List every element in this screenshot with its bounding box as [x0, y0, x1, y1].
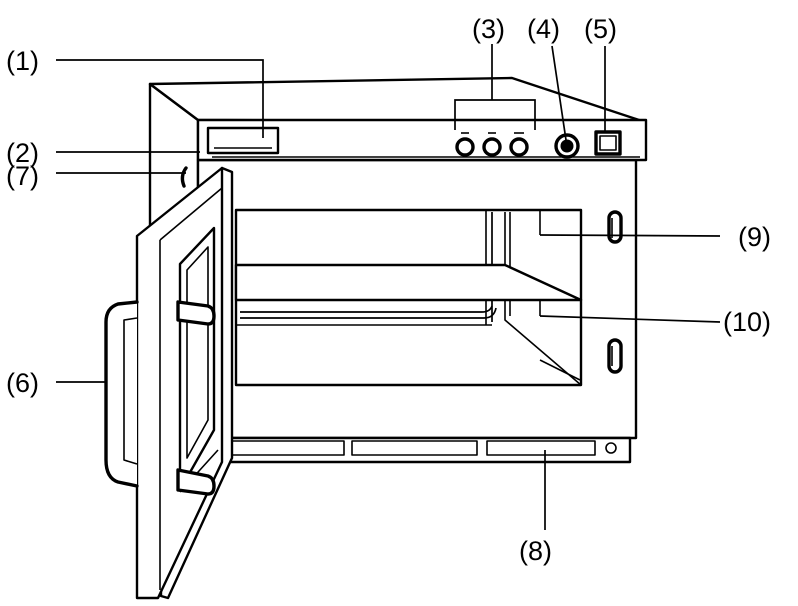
- callout-8: (8): [519, 536, 552, 566]
- leader-lines: [56, 44, 721, 530]
- control-panel: [196, 118, 648, 162]
- callout-7: (7): [6, 161, 39, 191]
- timer-dial: [554, 133, 580, 159]
- callout-1: (1): [6, 46, 39, 76]
- callout-4: (4): [527, 14, 560, 44]
- oven-cavity: [234, 208, 583, 387]
- door-hook: [180, 166, 188, 188]
- callout-3: (3): [472, 14, 505, 44]
- display-window: [206, 126, 280, 155]
- callout-2: (2): [6, 138, 39, 168]
- callout-labels: (1) (2) (7) (6) (3) (4) (5) (9) (10) (8): [6, 14, 771, 566]
- power-switch: [594, 130, 622, 156]
- callout-5: (5): [584, 14, 617, 44]
- cavity-shelf: [234, 263, 583, 302]
- callout-10: (10): [723, 307, 771, 337]
- oven-door: [135, 166, 234, 600]
- callout-6: (6): [6, 368, 39, 398]
- door-latch-slots: [607, 210, 623, 374]
- program-buttons: [455, 132, 529, 157]
- door-handle: [104, 300, 139, 488]
- callout-9: (9): [738, 222, 771, 252]
